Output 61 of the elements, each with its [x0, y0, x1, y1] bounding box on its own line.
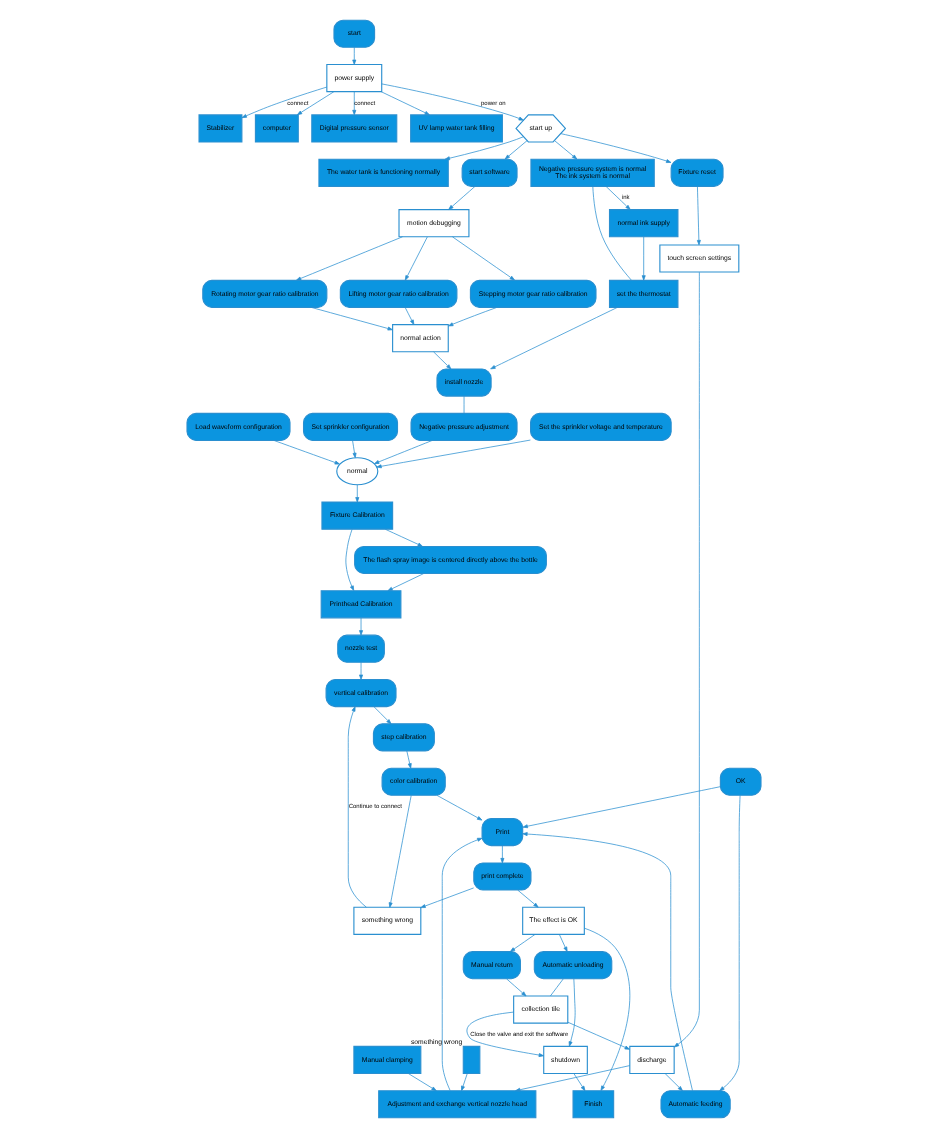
arrow [374, 440, 433, 465]
arrow [352, 91, 357, 116]
arrow [381, 83, 524, 121]
connector [550, 978, 564, 997]
arrow [641, 236, 646, 281]
arrow [359, 617, 363, 636]
arrow [388, 795, 412, 908]
arrow [522, 832, 693, 1091]
arrow [296, 91, 335, 116]
arrow [466, 1011, 544, 1057]
arrow [567, 1021, 630, 1050]
arrow [310, 307, 393, 331]
arrow [500, 845, 505, 864]
arrow [605, 186, 631, 210]
arrow [387, 573, 425, 592]
arrow [359, 661, 363, 680]
arrow [355, 484, 360, 503]
arrow [347, 706, 367, 908]
arrow [404, 236, 428, 281]
arrow [273, 440, 340, 465]
arrow [444, 136, 524, 161]
arrow [461, 1073, 468, 1092]
arrow [517, 889, 539, 908]
arrow [441, 837, 483, 1091]
arrow [573, 1073, 586, 1092]
arrow [448, 186, 476, 210]
arrow [384, 528, 423, 547]
arrow [406, 750, 412, 769]
arrow [452, 236, 515, 281]
arrow [719, 795, 741, 1092]
arrow [490, 307, 618, 370]
arrow [373, 706, 392, 725]
arrow [559, 934, 568, 952]
arrow [522, 786, 721, 829]
arrow [352, 440, 357, 459]
arrow [345, 528, 355, 591]
node-box [462, 1045, 481, 1074]
arrow [352, 46, 357, 65]
arrow [664, 1073, 683, 1092]
arrow [380, 91, 430, 116]
arrow [504, 140, 528, 160]
arrow [509, 934, 536, 952]
arrow [515, 1065, 631, 1092]
arrow [673, 271, 700, 1048]
arrow [295, 236, 403, 281]
arrow [584, 927, 631, 1091]
arrow [407, 1073, 437, 1092]
arrow [696, 185, 701, 246]
arrow [554, 140, 578, 160]
arrow [404, 307, 415, 325]
arrow [376, 439, 531, 469]
arrow [506, 978, 527, 997]
arrow [568, 978, 576, 1047]
connector [592, 186, 632, 281]
arrow [560, 133, 672, 163]
connector [463, 395, 465, 414]
arrow [241, 86, 328, 119]
arrow [433, 351, 452, 370]
arrow [420, 887, 475, 908]
arrow [448, 307, 498, 327]
arrow [436, 794, 483, 821]
